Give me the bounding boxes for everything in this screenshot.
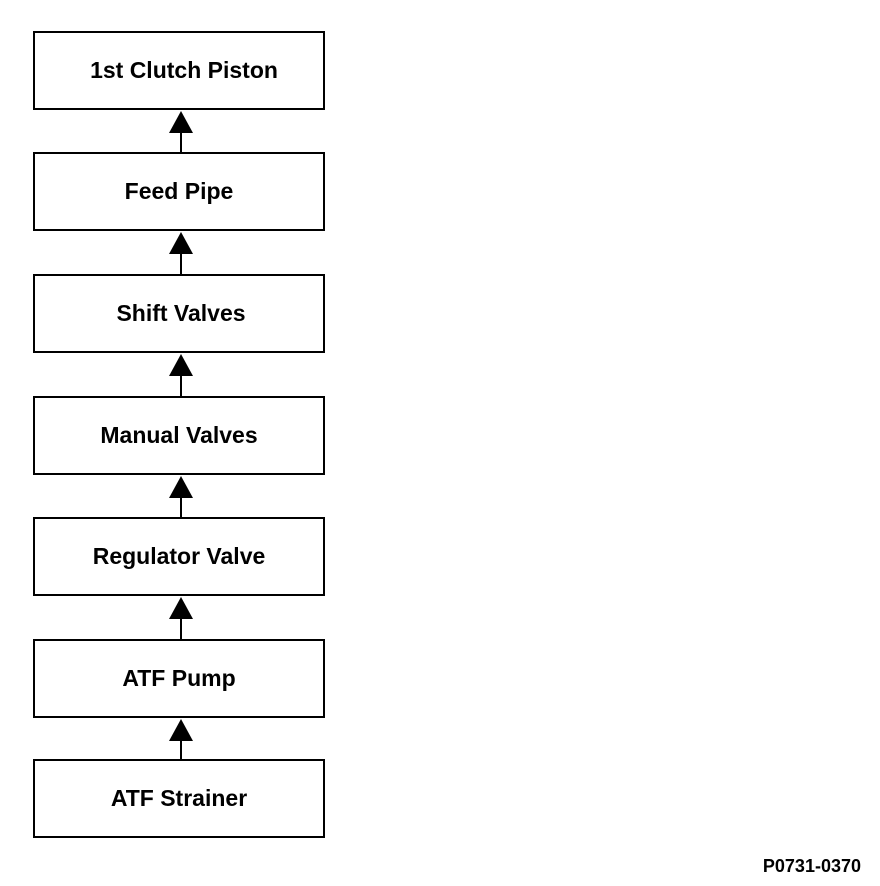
box-label: Regulator Valve (92, 543, 266, 569)
box-label: Feed Pipe (124, 178, 234, 204)
flow-arrow-up (168, 231, 194, 274)
box-label: 1st Clutch Piston (90, 57, 278, 83)
box-feed-pipe: Feed Pipe (33, 152, 325, 231)
box-atf-pump: ATF Pump (33, 639, 325, 718)
box-label: Manual Valves (100, 422, 258, 448)
box-shift-valves: Shift Valves (33, 274, 325, 353)
flow-arrow-up (168, 596, 194, 639)
figure-id: P0731-0370 (762, 856, 861, 876)
flow-arrow-up (168, 353, 194, 396)
flow-arrow-up (168, 475, 194, 517)
box-label: Shift Valves (116, 300, 246, 326)
box-label: ATF Pump (122, 665, 236, 691)
box-manual-valves: Manual Valves (33, 396, 325, 475)
flow-arrow-up (168, 718, 194, 760)
box-1st-clutch-piston: 1st Clutch Piston (33, 31, 325, 110)
box-atf-strainer: ATF Strainer (33, 759, 325, 838)
flow-arrow-up (168, 110, 194, 152)
box-regulator-valve: Regulator Valve (33, 517, 325, 596)
box-label: ATF Strainer (110, 785, 248, 811)
